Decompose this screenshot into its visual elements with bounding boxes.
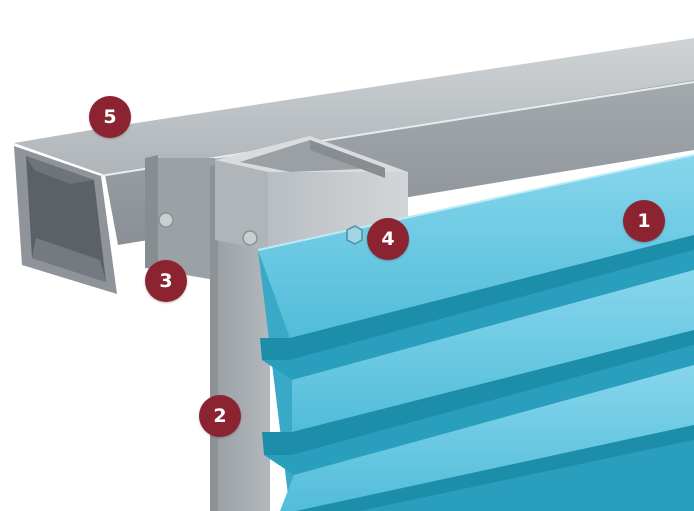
marker-1: 1: [623, 200, 665, 242]
bolt-left: [158, 212, 258, 246]
bolt-right: [346, 225, 363, 245]
marker-2: 2: [199, 395, 241, 437]
marker-5: 5: [89, 96, 131, 138]
left-bracket: [145, 155, 215, 280]
marker-3: 3: [145, 260, 187, 302]
marker-4: 4: [367, 218, 409, 260]
